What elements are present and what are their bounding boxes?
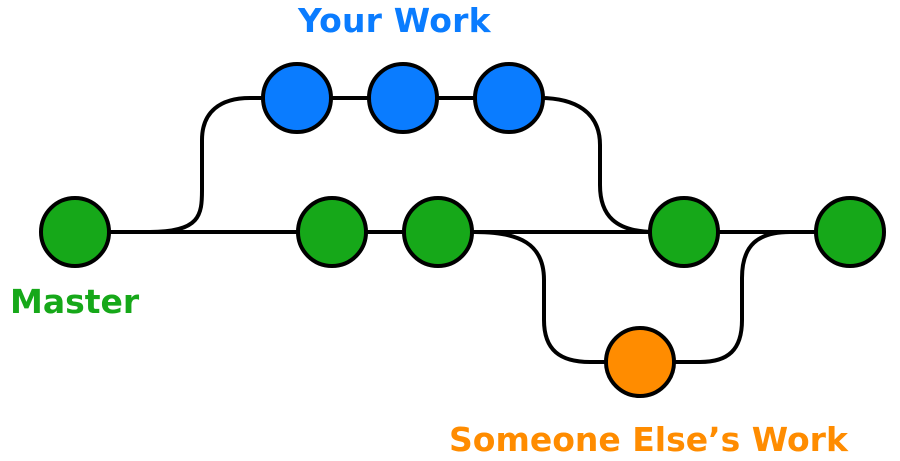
your-work-label: Your Work	[298, 1, 491, 40]
master-commit-2	[296, 196, 368, 268]
someone-else-work-label: Someone Else’s Work	[449, 420, 848, 459]
your-work-commit-3	[473, 62, 545, 134]
your-work-commit-2	[367, 62, 439, 134]
your-work-commits	[261, 62, 545, 134]
master-commit-4-merge	[648, 196, 720, 268]
master-commit-1	[39, 196, 111, 268]
master-commit-5	[814, 196, 886, 268]
master-label: Master	[10, 282, 140, 321]
master-commit-3	[402, 196, 474, 268]
someone-else-commits	[604, 326, 676, 398]
your-work-commit-1	[261, 62, 333, 134]
someone-else-branch-line	[473, 230, 792, 364]
master-commits	[39, 196, 886, 268]
someone-else-commit-1	[604, 326, 676, 398]
